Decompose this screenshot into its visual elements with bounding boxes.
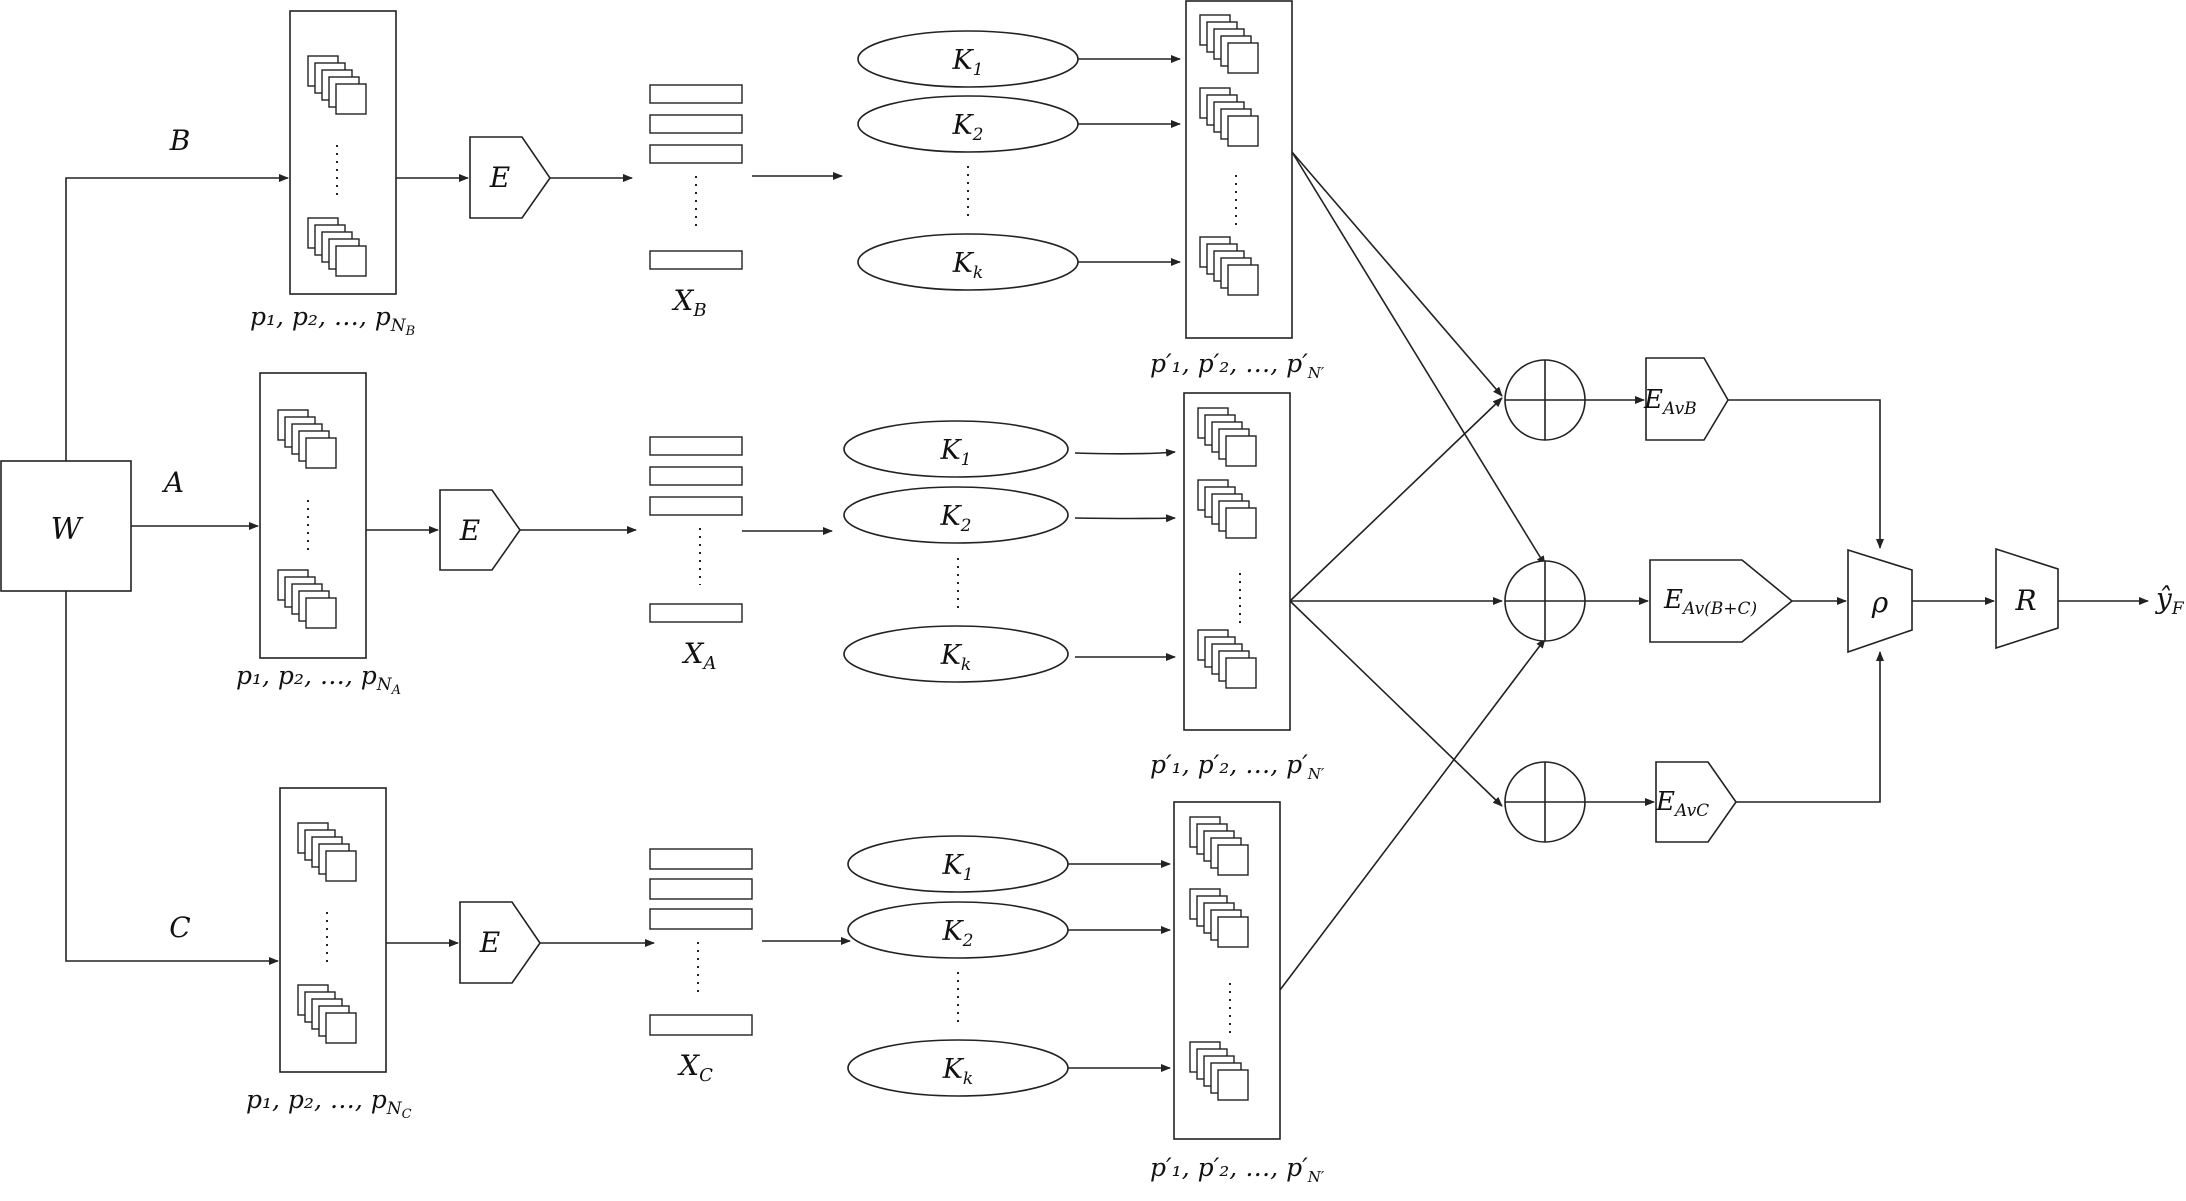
- input-label: W: [51, 512, 84, 547]
- patch-stack-box: [279, 787, 387, 1073]
- output-patch-label: p′₁, p′₂, …, p′N′: [1150, 349, 1325, 382]
- patch-stack-box: [259, 372, 367, 659]
- patch-label: p₁, p₂, …, pNC: [246, 1085, 412, 1122]
- output-patch-box: [1173, 801, 1281, 1140]
- kernel-label: Kk: [942, 1054, 973, 1089]
- output-patch-box: [1185, 0, 1293, 339]
- rho-label: ρ: [1871, 586, 1889, 619]
- patch-label: p₁, p₂, …, pNB: [250, 302, 415, 339]
- kernel-label: Kk: [940, 640, 971, 675]
- fusion-encoder-label: EAvC: [1655, 787, 1709, 821]
- branch-label-a: A: [161, 466, 184, 499]
- kernel-label: Kk: [952, 248, 983, 283]
- regressor-node: R: [1995, 547, 2059, 650]
- branch-a: p₁, p₂, …, pNA E XA K1 K2 Kk: [236, 372, 1325, 783]
- encoder-label: E: [479, 926, 500, 959]
- output-label: ŷF: [2154, 582, 2185, 619]
- kernel-label: K1: [952, 45, 984, 80]
- fusion-encoder-avc: EAvC: [1655, 761, 1737, 843]
- sum-node-2: [1504, 560, 1586, 642]
- patch-label: p₁, p₂, …, pNA: [236, 661, 401, 698]
- fusion-encoder-label: EAv(B+C): [1663, 585, 1757, 619]
- encoder-label: E: [459, 514, 480, 547]
- kernel-label: K2: [942, 916, 974, 951]
- kernel-set: K1 K2 Kk: [857, 30, 1079, 291]
- kernel-set: K1 K2 Kk: [847, 835, 1069, 1097]
- feature-vectors: [649, 436, 743, 623]
- input-node: W: [0, 460, 132, 592]
- branch-label-b: B: [169, 124, 191, 157]
- encoder-label: E: [489, 161, 510, 194]
- encoder-shape: E: [459, 901, 541, 984]
- sum-node-3: [1504, 761, 1586, 843]
- branch-b: p₁, p₂, …, pNB E XB K1 K2 Kk: [250, 0, 1325, 382]
- output-patch-label: p′₁, p′₂, …, p′N′: [1150, 750, 1325, 783]
- feature-label: XA: [682, 637, 717, 674]
- kernel-label: K1: [940, 435, 972, 470]
- branch-label-c: C: [169, 911, 190, 944]
- sum-node-1: [1504, 359, 1586, 441]
- input-routing: [65, 174, 289, 965]
- feature-vectors: [649, 84, 743, 270]
- fusion-encoder-label: EAvB: [1643, 385, 1697, 419]
- fusion-encoder-av-bc: EAv(B+C): [1649, 559, 1794, 643]
- fusion-encoder-avb: EAvB: [1643, 357, 1729, 441]
- feature-label: XC: [677, 1049, 713, 1086]
- output-patch-label: p′₁, p′₂, …, p′N′: [1150, 1153, 1325, 1186]
- kernel-label: K2: [940, 501, 972, 536]
- kernel-label: K1: [942, 850, 974, 885]
- kernel-label: K2: [952, 110, 984, 145]
- fusion-connections: [1279, 151, 1546, 991]
- encoder-shape: E: [469, 136, 551, 219]
- feature-label: XB: [671, 284, 706, 321]
- encoder-shape: E: [439, 489, 521, 571]
- kernel-set: K1 K2 Kk: [843, 420, 1069, 683]
- regressor-label: R: [2014, 584, 2036, 617]
- feature-vectors: [649, 848, 753, 1036]
- output-patch-box: [1183, 392, 1291, 731]
- rho-node: ρ: [1847, 548, 1913, 654]
- patch-stack-box: [289, 10, 397, 295]
- branch-c: p₁, p₂, …, pNC E XC K1 K2 Kk: [246, 787, 1325, 1186]
